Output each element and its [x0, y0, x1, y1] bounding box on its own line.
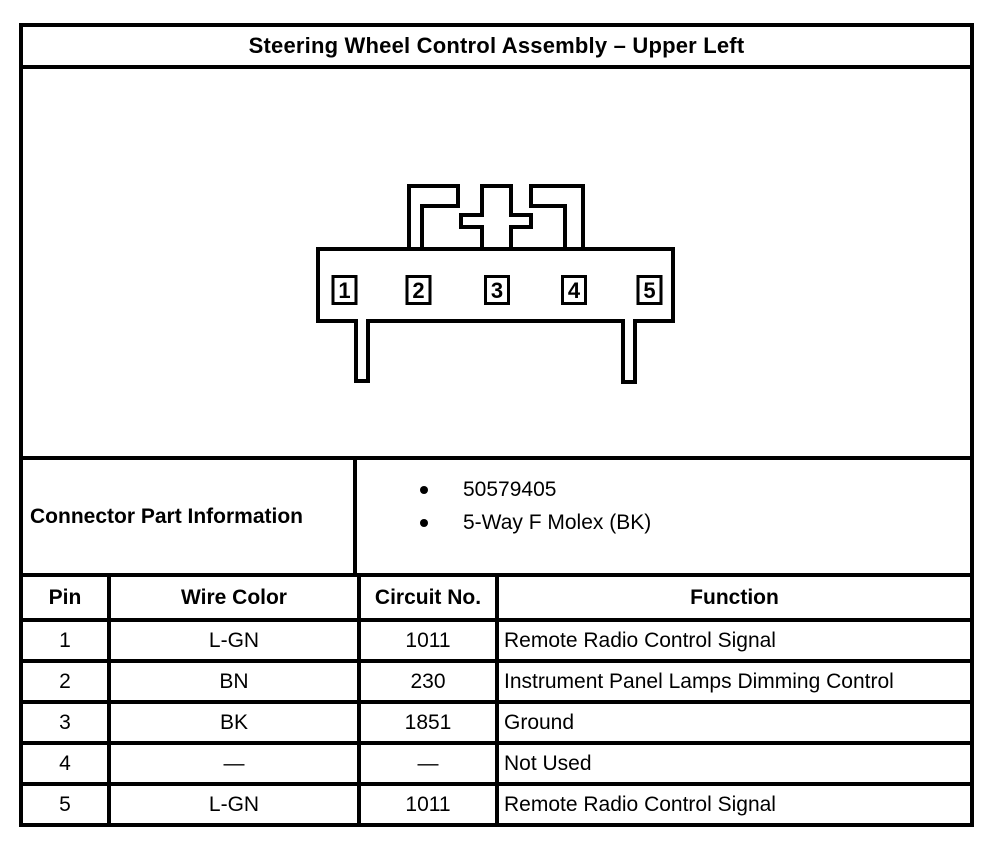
cell-function: Remote Radio Control Signal — [504, 792, 776, 816]
table-row: 3 BK 1851 Ground — [23, 704, 970, 745]
connector-key-left — [407, 184, 460, 251]
cell-wire-color: BN — [111, 663, 361, 700]
pin-1-box — [331, 275, 358, 305]
cell-pin: 4 — [23, 745, 111, 782]
cell-circuit-no: 1011 — [361, 786, 499, 823]
pin-4-label: 4 — [568, 278, 581, 303]
pin-5-label: 5 — [643, 278, 655, 303]
cell-wire-color: L-GN — [111, 622, 361, 659]
cell-wire-color: — — [111, 745, 361, 782]
title-bar: Steering Wheel Control Assembly – Upper … — [23, 27, 970, 69]
cell-pin: 5 — [23, 786, 111, 823]
cell-function: Not Used — [504, 751, 592, 775]
header-circuit-no: Circuit No. — [361, 577, 499, 618]
header-pin: Pin — [23, 577, 111, 618]
pin-2-box — [405, 275, 432, 305]
connector-diagram-area: 1 2 3 4 5 — [23, 69, 970, 460]
header-function: Function — [690, 585, 779, 609]
connector-key-cross — [459, 184, 533, 251]
part-number: 50579405 — [463, 477, 557, 501]
pin-3-box — [484, 275, 510, 305]
cell-function: Ground — [504, 710, 575, 734]
connector-part-info-values: 50579405 5-Way F Molex (BK) — [357, 460, 970, 573]
connector-body-outline — [316, 247, 675, 384]
pin-1-label: 1 — [338, 278, 350, 303]
pin-2-label: 2 — [412, 278, 424, 303]
cell-circuit-no: 1851 — [361, 704, 499, 741]
bullet-icon — [420, 518, 428, 527]
cell-circuit-no: 230 — [361, 663, 499, 700]
page-title: Steering Wheel Control Assembly – Upper … — [248, 33, 745, 58]
cell-wire-color: L-GN — [111, 786, 361, 823]
cell-circuit-no: — — [361, 745, 499, 782]
cell-pin: 2 — [23, 663, 111, 700]
header-wire-color: Wire Color — [111, 577, 361, 618]
bullet-icon — [420, 485, 428, 494]
pin-3-label: 3 — [491, 278, 503, 303]
cell-function: Remote Radio Control Signal — [504, 628, 776, 652]
cell-function: Instrument Panel Lamps Dimming Control — [504, 669, 894, 693]
connector-part-info-label: Connector Part Information — [23, 460, 357, 573]
list-item: 50579405 — [420, 473, 970, 506]
connector-key-right — [529, 184, 585, 251]
connector-document: Steering Wheel Control Assembly – Upper … — [19, 23, 974, 827]
table-header-row: Pin Wire Color Circuit No. Function — [23, 577, 970, 622]
cell-pin: 3 — [23, 704, 111, 741]
pin-4-box — [561, 275, 587, 305]
list-item: 5-Way F Molex (BK) — [420, 506, 970, 539]
pin-5-box — [636, 275, 663, 305]
connector-part-info-row: Connector Part Information 50579405 5-Wa… — [23, 460, 970, 577]
table-row: 2 BN 230 Instrument Panel Lamps Dimming … — [23, 663, 970, 704]
cell-circuit-no: 1011 — [361, 622, 499, 659]
cell-wire-color: BK — [111, 704, 361, 741]
connector-type: 5-Way F Molex (BK) — [463, 510, 652, 534]
table-row: 5 L-GN 1011 Remote Radio Control Signal — [23, 786, 970, 823]
connector-drawing: 1 2 3 4 5 — [316, 184, 675, 384]
table-row: 1 L-GN 1011 Remote Radio Control Signal — [23, 622, 970, 663]
table-row: 4 — — Not Used — [23, 745, 970, 786]
cell-pin: 1 — [23, 622, 111, 659]
